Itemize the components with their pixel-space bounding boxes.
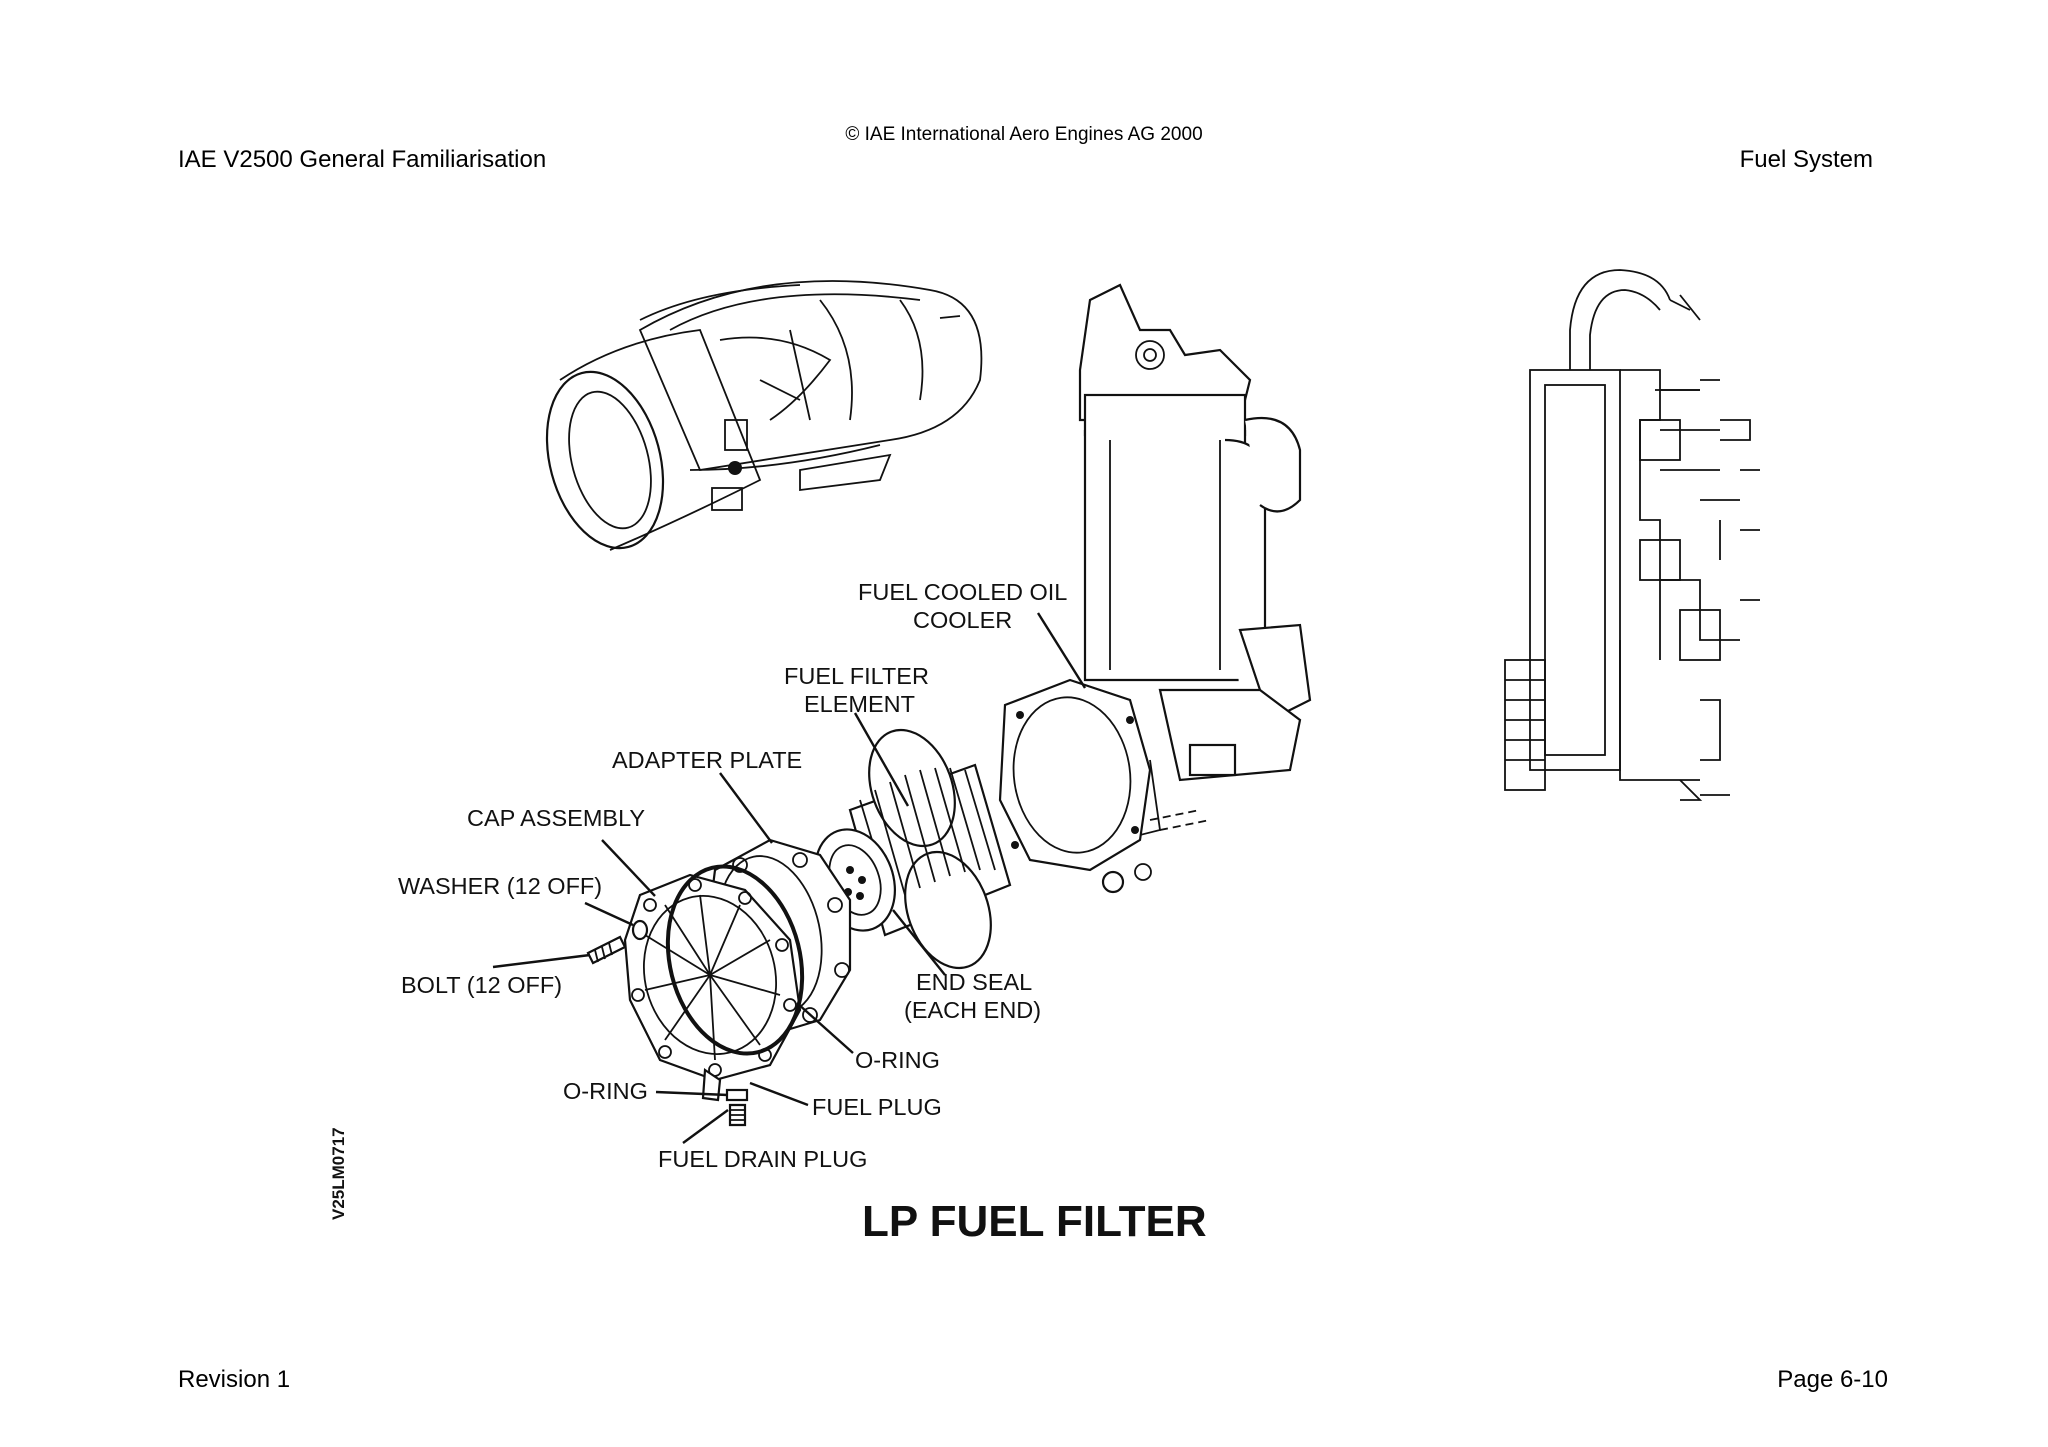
figure-title: LP FUEL FILTER xyxy=(862,1197,1207,1246)
label-o-ring-upper: O-RING xyxy=(855,1047,940,1073)
figure-code: V25LM0717 xyxy=(329,1127,348,1220)
figure-labels: FUEL COOLED OIL COOLER FUEL FILTER ELEME… xyxy=(398,579,1067,1172)
label-element-line1: FUEL FILTER xyxy=(784,663,929,689)
label-fuel-plug: FUEL PLUG xyxy=(812,1094,942,1120)
fuel-cooled-oil-cooler-drawing xyxy=(998,283,1312,894)
label-o-ring-lower: O-RING xyxy=(563,1078,648,1104)
engine-locator-drawing xyxy=(545,280,983,551)
label-bolt: BOLT (12 OFF) xyxy=(401,972,562,998)
label-washer: WASHER (12 OFF) xyxy=(398,873,602,899)
section-title: Fuel System xyxy=(1739,146,1873,173)
label-end-seal-line2: (EACH END) xyxy=(904,997,1041,1023)
revision-label: Revision 1 xyxy=(178,1366,291,1393)
fuel-filter-element-drawing xyxy=(814,728,1012,970)
label-adapter-plate: ADAPTER PLATE xyxy=(612,747,802,773)
o-ring-drawing xyxy=(665,864,805,1056)
document-title: IAE V2500 General Familiarisation xyxy=(178,146,547,173)
label-fcoc-line1: FUEL COOLED OIL xyxy=(858,579,1067,605)
label-fcoc-line2: COOLER xyxy=(913,607,1012,633)
label-cap-assembly: CAP ASSEMBLY xyxy=(467,805,645,831)
label-fuel-drain-plug: FUEL DRAIN PLUG xyxy=(658,1146,867,1172)
label-element-line2: ELEMENT xyxy=(804,691,915,717)
page-number: Page 6-10 xyxy=(1777,1366,1888,1393)
leader-lines xyxy=(492,612,1087,1144)
section-view-drawing xyxy=(1504,269,1760,801)
copyright-notice: © IAE International Aero Engines AG 2000 xyxy=(845,124,1203,145)
label-end-seal-line1: END SEAL xyxy=(916,969,1032,995)
